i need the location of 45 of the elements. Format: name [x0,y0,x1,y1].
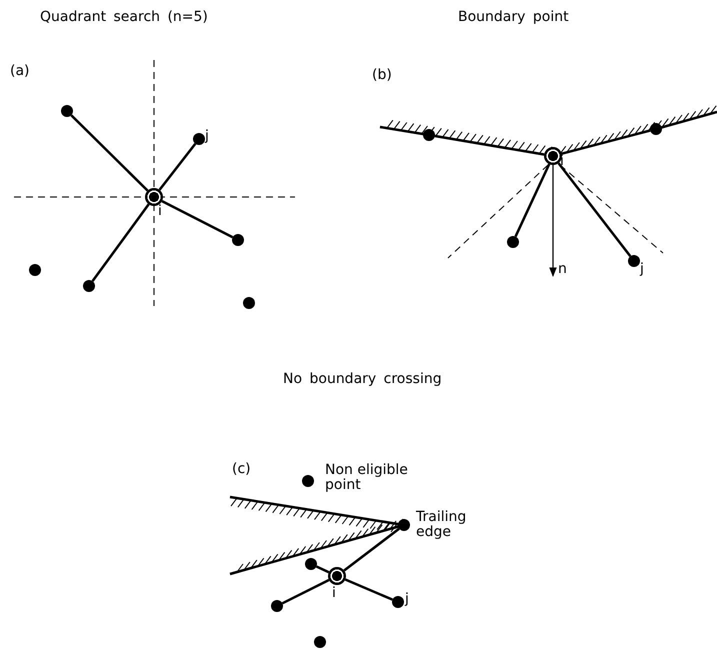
panel-label: (a) [10,64,30,79]
section-title: Quadrant search (n=5) [40,10,208,25]
point-marker [83,280,95,292]
point-label: i [332,586,336,601]
point-marker [193,133,205,145]
point-marker [650,123,662,135]
point-marker [61,105,73,117]
panel-label: (b) [372,68,392,83]
connector-line [92,204,150,282]
point-label: j [205,129,209,144]
center-point-marker [328,567,346,585]
point-marker [305,558,317,570]
point-label: Non eligible point [325,463,409,492]
point-label: Trailing edge [416,510,468,540]
point-marker [243,297,255,309]
connector-line [514,164,550,238]
center-point-marker [145,188,163,206]
connector-line [434,134,544,156]
connector-line [282,578,330,604]
connector-line [158,142,196,191]
point-marker [302,475,314,487]
point-marker [628,255,640,267]
point-marker [507,236,519,248]
point-label: j [405,592,409,607]
vector-label: n [558,262,567,277]
point-label: i [560,154,564,169]
connector-line [70,114,148,192]
section-title: No boundary crossing [283,372,442,387]
point-marker [29,264,41,276]
point-label: j [640,262,644,277]
point-marker [392,596,404,608]
connector-line [161,200,234,238]
connector-line [316,565,330,574]
panel-label: (c) [232,462,251,477]
section-title: Boundary point [458,10,569,25]
point-label: i [158,204,162,219]
point-marker [314,636,326,648]
center-point-marker [544,147,562,165]
point-marker [232,234,244,246]
connector-line [344,578,393,601]
point-marker [423,129,435,141]
point-marker [398,519,410,531]
connector-line [558,162,632,258]
connector-line [343,528,400,572]
point-marker [271,600,283,612]
